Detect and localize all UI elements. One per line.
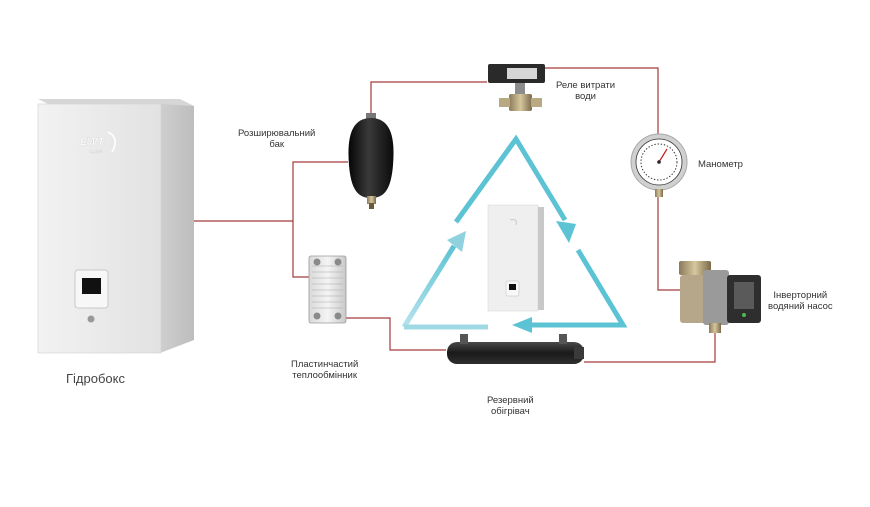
exchanger-port-br (334, 312, 342, 320)
hydrobox-side (160, 104, 194, 353)
label-pump-line1: Інверторний (773, 290, 828, 301)
logo-sub: CLIMA (89, 149, 103, 154)
tank-body (348, 118, 394, 198)
tank-bottom-cap (369, 203, 374, 209)
label-expansion-tank: Розширювальний бак (238, 128, 315, 150)
exchanger-port-tl (313, 258, 321, 266)
label-hydrobox: Гідробокс (66, 371, 125, 386)
exchanger-port-tr (334, 258, 342, 266)
label-expansion-tank-line1: Розширювальний (238, 128, 316, 139)
label-backup-heater: Резервний обігрівач (487, 395, 534, 417)
hydrobox-knob (87, 315, 95, 323)
pipe-exchanger-to-heater (333, 317, 446, 351)
label-backup-heater-line1: Резервний (487, 395, 534, 406)
pump-inlet (679, 261, 711, 275)
hydrobox-screen (82, 278, 101, 294)
label-plate-exchanger-line1: Пластинчастий (291, 359, 359, 370)
pipe-tank-to-relay (370, 81, 487, 116)
gauge-hub (657, 160, 661, 164)
cycle-arrowhead-right (556, 221, 576, 243)
label-flow-relay-line2: води (575, 91, 596, 102)
label-manometer-line1: Манометр (698, 159, 743, 170)
mini-unit-screen (509, 284, 516, 290)
cycle-arrowhead-bottom (512, 317, 532, 333)
label-pump-line2: водяний насос (768, 301, 833, 312)
hydrobox-front (37, 103, 162, 354)
label-manometer: Манометр (698, 159, 743, 170)
pump-indicator (742, 313, 746, 317)
exchanger-port-bl (313, 312, 321, 320)
heater-right-nozzle (559, 334, 567, 344)
tank-top-fitting (366, 113, 376, 120)
label-backup-heater-line2: обігрівач (491, 406, 530, 417)
pipe-pump-to-heater (584, 330, 716, 363)
cycle-arrowhead-left (447, 231, 466, 252)
relay-port-right (531, 98, 542, 107)
gauge-dial-ring (640, 143, 678, 181)
heater-right-cap (574, 347, 584, 359)
cycle-arrow-bottom (530, 248, 628, 328)
gauge-needle (658, 148, 668, 163)
flow-switch-icon (488, 64, 545, 111)
pump-housing (703, 270, 729, 325)
label-plate-exchanger: Пластинчастий теплообмінник (291, 359, 358, 381)
plate-heat-exchanger-icon (308, 255, 347, 324)
mini-unit-side (537, 207, 544, 310)
pipe-tank-branch (292, 161, 348, 221)
relay-head-label (507, 68, 537, 79)
logo-swoosh-icon (107, 131, 116, 153)
pipe-relay-to-gauge (545, 67, 659, 138)
pipe-network (194, 67, 716, 363)
heater-left-nozzle (460, 334, 468, 344)
exchanger-body (308, 255, 347, 324)
label-expansion-tank-line2: бак (269, 139, 285, 150)
label-flow-relay: Реле витрати води (556, 80, 615, 102)
triangle-cycle-arrows-icon (401, 134, 628, 333)
relay-stem (515, 83, 525, 95)
pipe-gauge-to-pump (657, 190, 680, 291)
pump-motor (680, 275, 710, 323)
pump-outlet (709, 323, 721, 333)
mini-unit-logo-icon (509, 219, 517, 226)
logo-brand: EWT (80, 136, 106, 148)
heater-tube (447, 342, 584, 364)
pump-controller-face (734, 282, 754, 309)
expansion-tank-icon (348, 113, 394, 209)
label-plate-exchanger-line2: теплообмінник (292, 370, 357, 381)
backup-heater-icon (447, 334, 584, 364)
pressure-gauge-icon (630, 133, 688, 197)
relay-body (509, 94, 532, 111)
tank-bottom-valve (367, 196, 376, 204)
hydrobox-mini (487, 204, 544, 312)
cycle-arrow-left (401, 244, 457, 329)
gauge-stem (655, 189, 663, 197)
relay-port-left (499, 98, 510, 107)
exchanger-plates (312, 265, 343, 309)
pipe-exchanger-branch (292, 221, 312, 278)
circulation-pump-icon (679, 261, 761, 333)
label-pump: Інверторний водяний насос (768, 290, 833, 312)
hydrobox-unit: EWT CLIMA (37, 99, 194, 354)
label-flow-relay-line1: Реле витрати (556, 80, 616, 91)
cycle-arrow-top (453, 134, 568, 224)
